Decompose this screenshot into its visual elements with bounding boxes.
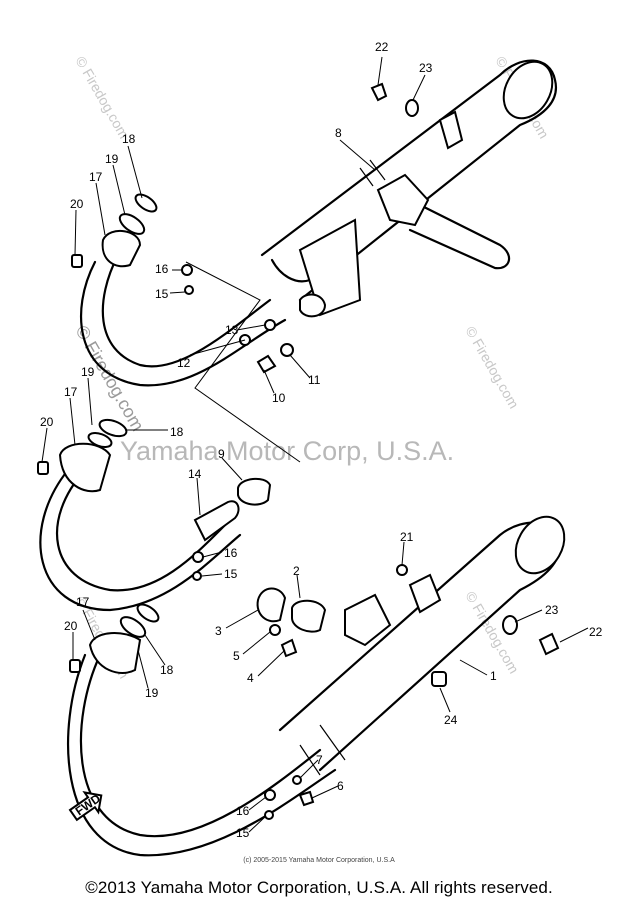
- callout-5: 5: [233, 649, 240, 663]
- leader-lines: [41, 56, 589, 833]
- callout-17: 17: [76, 595, 90, 609]
- callout-18: 18: [122, 132, 136, 146]
- callout-21: 21: [400, 530, 414, 544]
- callout-3: 3: [215, 624, 222, 638]
- callout-2: 2: [293, 564, 300, 578]
- callout-18: 18: [170, 425, 184, 439]
- callout-10: 10: [272, 391, 286, 405]
- callout-16: 16: [224, 546, 238, 560]
- callout-19: 19: [145, 686, 159, 700]
- exhaust-pipe-middle: [37, 418, 272, 612]
- muffler-lower: [66, 515, 566, 857]
- callout-16: 16: [236, 804, 250, 818]
- callout-23: 23: [419, 61, 433, 75]
- callout-9: 9: [218, 447, 225, 461]
- callout-15: 15: [236, 826, 250, 840]
- callout-23: 23: [545, 603, 559, 617]
- callout-numbers: 22 23 8 18 19 17 20 16 15 13 12 10 11 19…: [40, 40, 603, 840]
- callout-4: 4: [247, 671, 254, 685]
- callout-16: 16: [155, 262, 169, 276]
- callout-15: 15: [155, 287, 169, 301]
- callout-15: 15: [224, 567, 238, 581]
- callout-22: 22: [589, 625, 603, 639]
- callout-20: 20: [70, 197, 84, 211]
- callout-22: 22: [375, 40, 389, 54]
- muffler-upper: [71, 59, 558, 387]
- callout-1: 1: [490, 669, 497, 683]
- callout-8: 8: [335, 126, 342, 140]
- copyright-main: ©2013 Yamaha Motor Corporation, U.S.A. A…: [85, 878, 553, 897]
- watermark-firedog: © Firedog.com: [72, 54, 132, 142]
- callout-14: 14: [188, 467, 202, 481]
- callout-20: 20: [40, 415, 54, 429]
- fwd-arrow-icon: FWD: [68, 791, 103, 822]
- copyright-small: (c) 2005-2015 Yamaha Motor Corporation, …: [243, 857, 395, 864]
- watermark-company: Yamaha Motor Corp, U.S.A.: [120, 436, 454, 466]
- callout-19: 19: [105, 152, 119, 166]
- callout-12: 12: [177, 356, 191, 370]
- callout-20: 20: [64, 619, 78, 633]
- callout-17: 17: [64, 385, 78, 399]
- callout-7: 7: [316, 753, 323, 767]
- callout-24: 24: [444, 713, 458, 727]
- callout-11: 11: [308, 373, 321, 387]
- watermark-firedog: © Firedog.com: [462, 324, 522, 412]
- callout-13: 13: [225, 323, 239, 337]
- callout-19: 19: [81, 365, 95, 379]
- callout-6: 6: [337, 779, 344, 793]
- callout-17: 17: [89, 170, 103, 184]
- callout-18: 18: [160, 663, 174, 677]
